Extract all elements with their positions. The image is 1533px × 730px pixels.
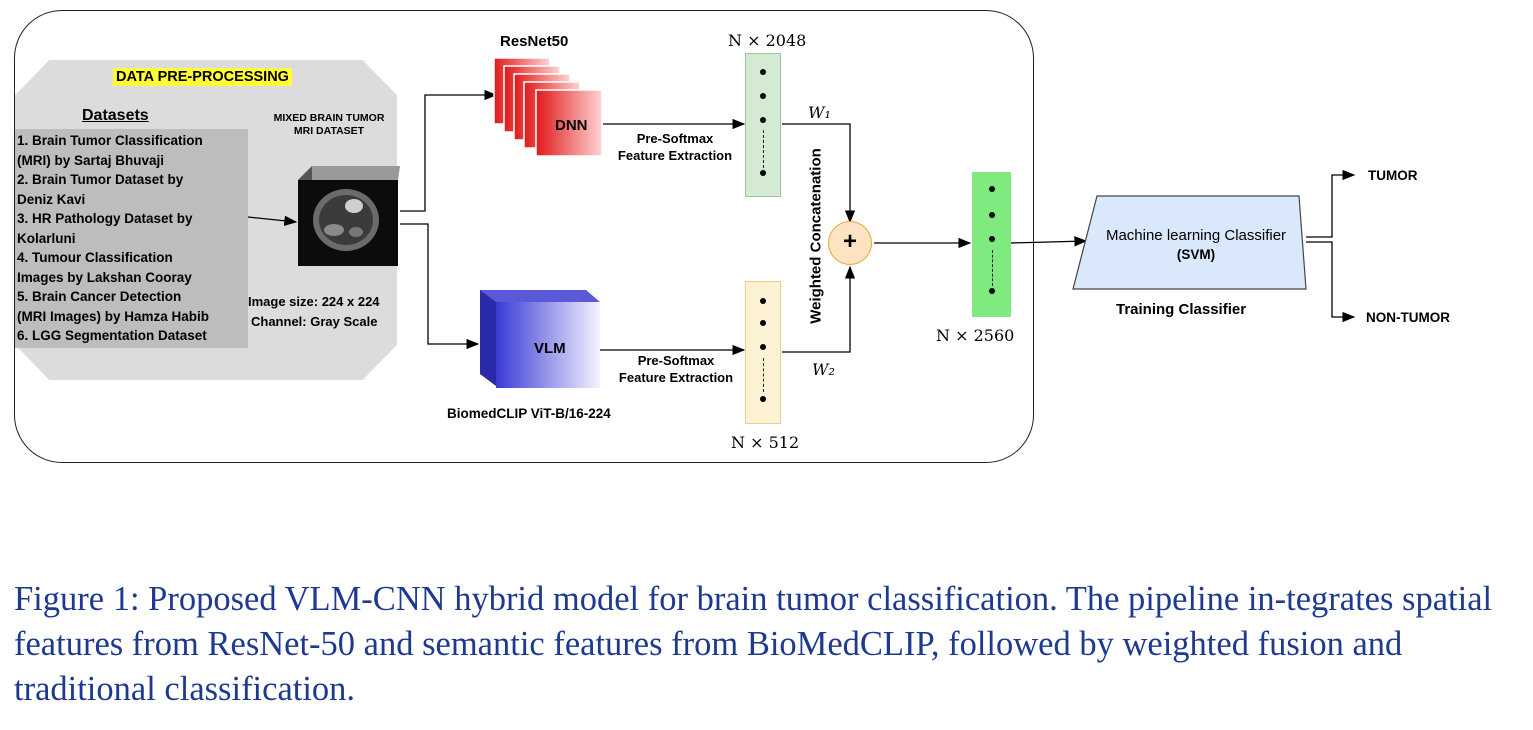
image-size-label: Image size: 224 x 224 bbox=[248, 294, 380, 309]
resnet-feature-extraction: Pre-Softmax Feature Extraction bbox=[603, 130, 747, 164]
vector-ellipsis bbox=[763, 130, 764, 168]
resnet-stack bbox=[493, 57, 603, 157]
vector-dot bbox=[988, 236, 995, 242]
resnet-vector-dim: N × 2048 bbox=[728, 31, 807, 50]
dataset-item: 6. LGG Segmentation Dataset bbox=[17, 328, 207, 343]
figure-caption: Figure 1: Proposed VLM-CNN hybrid model … bbox=[14, 580, 1493, 708]
dataset-item: 4. Tumour Classification Images by Laksh… bbox=[17, 250, 192, 285]
dnn-label: DNN bbox=[555, 117, 588, 134]
vector-dot bbox=[988, 212, 995, 218]
vector-dot bbox=[988, 288, 995, 294]
resnet-title: ResNet50 bbox=[500, 33, 569, 50]
vector-dot bbox=[760, 320, 766, 326]
dataset-item: 1. Brain Tumor Classification (MRI) by S… bbox=[17, 133, 203, 168]
output-non-tumor-label: NON-TUMOR bbox=[1366, 310, 1450, 325]
vector-dot bbox=[988, 186, 995, 192]
vlm-feature-vector bbox=[745, 281, 781, 424]
vector-dot bbox=[760, 396, 766, 402]
vlm-vector-dim: N × 512 bbox=[731, 433, 800, 452]
classifier-label: Machine learning Classifier bbox=[1105, 227, 1287, 244]
training-classifier-label: Training Classifier bbox=[1116, 301, 1247, 318]
fusion-add-node: + bbox=[828, 221, 872, 265]
connectors bbox=[247, 89, 1356, 356]
pre-softmax-label: Pre-Softmax bbox=[636, 131, 714, 146]
vector-ellipsis bbox=[991, 250, 993, 286]
vlm-label: VLM bbox=[534, 340, 566, 357]
mri-image bbox=[298, 166, 400, 266]
biomedclip-label: BiomedCLIP ViT-B/16-224 bbox=[447, 406, 611, 421]
preprocessing-title: DATA PRE-PROCESSING bbox=[113, 68, 292, 86]
vector-dot bbox=[760, 69, 766, 75]
weight-w2: W₂ bbox=[812, 360, 835, 379]
fused-vector-dim: N × 2560 bbox=[936, 326, 1015, 345]
dataset-item: 2. Brain Tumor Dataset by Deniz Kavi bbox=[17, 172, 184, 207]
classifier-block bbox=[1072, 195, 1307, 290]
feature-extraction-label: Feature Extraction bbox=[617, 148, 733, 163]
vlm-block bbox=[480, 290, 600, 388]
channel-label: Channel: Gray Scale bbox=[251, 314, 378, 329]
vector-dot bbox=[760, 117, 766, 123]
pre-softmax-label: Pre-Softmax bbox=[637, 353, 715, 368]
mixed-dataset-label: MIXED BRAIN TUMOR MRI DATASET bbox=[273, 112, 385, 137]
datasets-list: 1. Brain Tumor Classification (MRI) by S… bbox=[15, 129, 248, 348]
weighted-concatenation-label: Weighted Concatenation bbox=[807, 148, 825, 324]
fused-feature-vector bbox=[972, 172, 1011, 317]
weight-w1: W₁ bbox=[808, 103, 831, 122]
vector-dot bbox=[760, 170, 766, 176]
vector-ellipsis bbox=[763, 358, 764, 392]
svm-label: (SVM) bbox=[1176, 247, 1216, 262]
feature-extraction-label: Feature Extraction bbox=[618, 370, 734, 385]
dataset-item: 5. Brain Cancer Detection (MRI Images) b… bbox=[17, 289, 210, 324]
datasets-heading: Datasets bbox=[82, 107, 149, 124]
pipeline-frame bbox=[14, 10, 1034, 463]
resnet-feature-vector bbox=[745, 53, 781, 197]
output-tumor-label: TUMOR bbox=[1368, 168, 1418, 183]
vlm-feature-extraction: Pre-Softmax Feature Extraction bbox=[603, 352, 749, 386]
vector-dot bbox=[760, 298, 766, 304]
vector-dot bbox=[760, 344, 766, 350]
image-spec: Image size: 224 x 224 Channel: Gray Scal… bbox=[248, 292, 380, 332]
vector-dot bbox=[760, 93, 766, 99]
dataset-item: 3. HR Pathology Dataset by Kolarluni bbox=[17, 211, 193, 246]
